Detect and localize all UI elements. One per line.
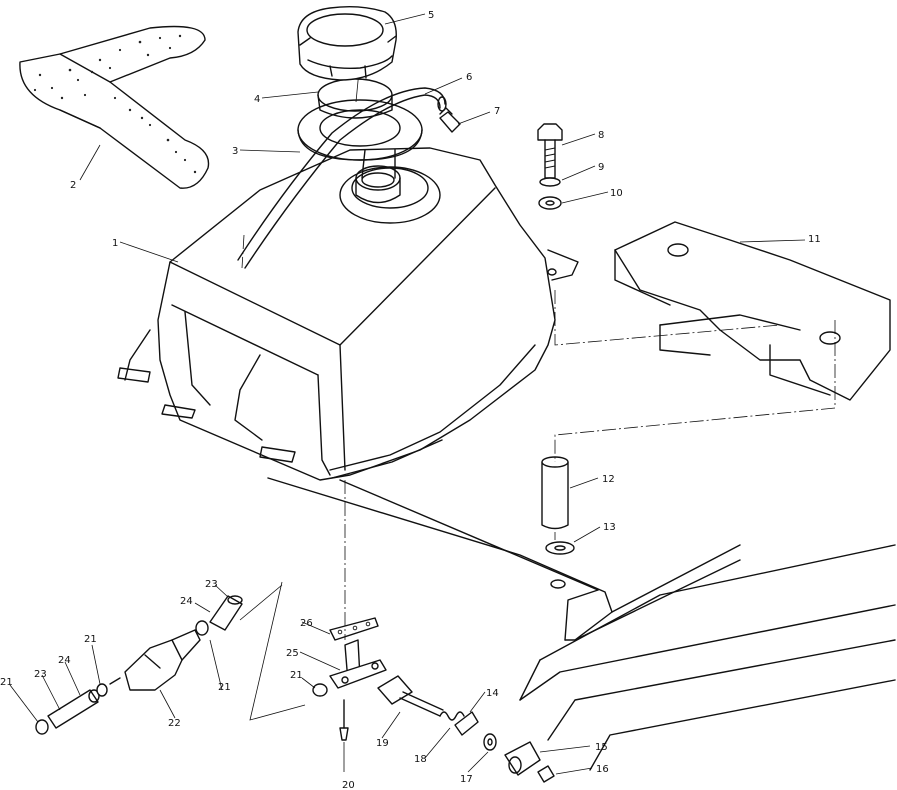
callout-26: 26 [300,618,313,629]
callout-1: 1 [112,238,118,249]
petcock-screw [339,699,349,741]
callout-21-petcock: 21 [290,670,303,681]
fuel-cap [297,5,397,81]
callout-23-lower: 23 [34,669,47,680]
leader-lines [9,13,806,775]
assembly-lines [241,234,836,640]
callout-3: 3 [232,146,238,157]
filler-neck-gasket [297,99,423,161]
callout-24-upper: 24 [180,596,193,607]
flat-washer [538,196,562,210]
valve-spring [439,711,465,721]
vent-hose [237,87,447,269]
callout-8: 8 [598,130,604,141]
spacer-washer [545,541,575,555]
fuel-petcock-bracket [329,617,379,641]
spacer-sleeve [541,456,569,530]
callout-23-upper: 23 [205,579,218,590]
valve-clip [454,711,479,736]
callout-21-filter-top: 21 [218,682,231,693]
callout-6: 6 [466,72,472,83]
fuel-filter [109,629,201,691]
fuel-tank [117,147,579,481]
callout-5: 5 [428,10,434,21]
foam-texture [33,34,197,174]
mounting-bolt [537,123,563,179]
tank-rubber-mount [614,221,891,401]
callout-4: 4 [254,94,260,105]
callout-22: 22 [168,718,181,729]
callout-12: 12 [602,474,615,485]
hose-clamp-17 [483,733,497,751]
callout-11: 11 [808,234,821,245]
frame-rails [267,477,896,771]
callout-17: 17 [460,774,473,785]
fuel-hose-short [209,595,243,631]
group-brackets [239,581,306,721]
callout-20: 20 [342,780,355,790]
seat-foam-pad [19,25,210,189]
callout-24-lower: 24 [58,655,71,666]
fuel-petcock [329,639,387,689]
vent-fitting [439,107,461,133]
callout-18: 18 [414,754,427,765]
callout-13: 13 [603,522,616,533]
callout-9: 9 [598,162,604,173]
callout-15: 15 [595,742,608,753]
fuel-valve-lever [377,675,444,717]
fuel-hose-long [47,689,100,729]
callout-2: 2 [70,180,76,191]
cable-mount [504,741,541,776]
lock-washer [539,177,561,187]
callout-numbers: 1 2 3 4 5 6 7 8 9 10 11 12 13 14 15 16 1… [0,10,821,790]
callout-16: 16 [596,764,609,775]
callout-14: 14 [486,688,499,699]
hose-clamps [35,620,328,735]
mount-screw [537,765,555,783]
callout-21-left-end: 21 [0,677,13,688]
callout-19: 19 [376,738,389,749]
callout-21-filter-left: 21 [84,634,97,645]
callout-7: 7 [494,106,500,117]
callout-25: 25 [286,648,299,659]
callout-10: 10 [610,188,623,199]
